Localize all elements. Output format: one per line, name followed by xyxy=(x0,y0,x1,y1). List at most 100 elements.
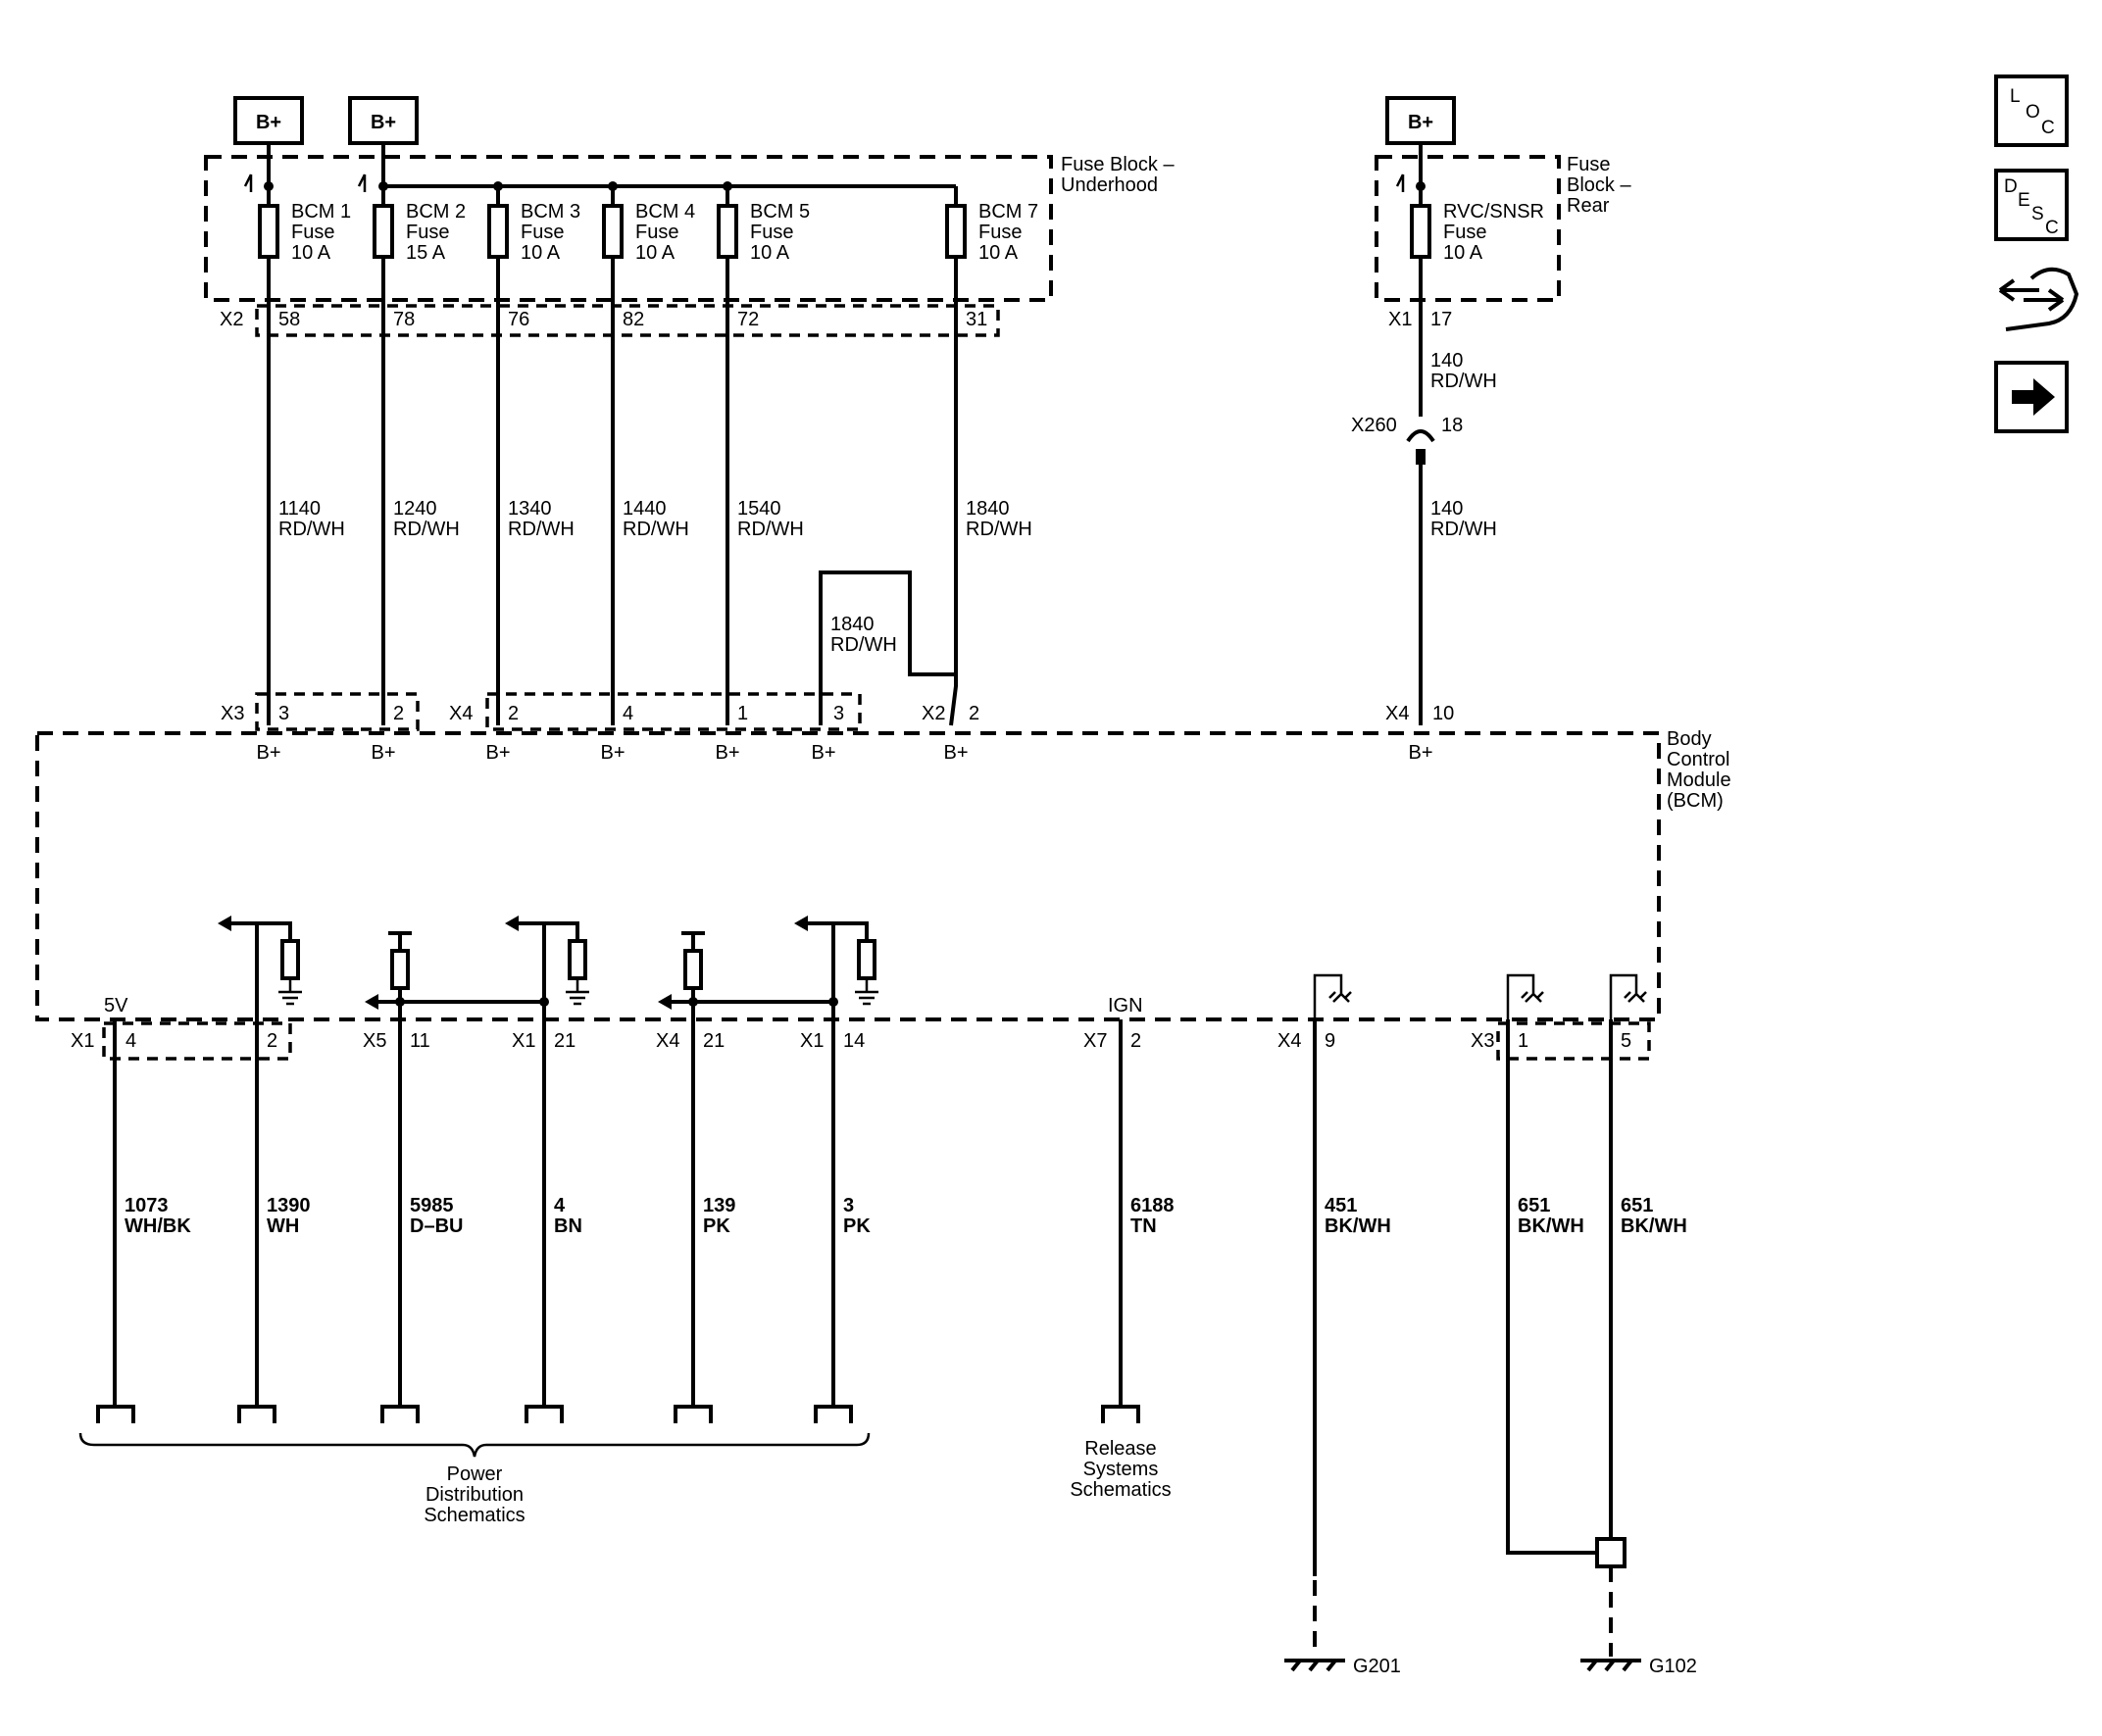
svg-text:10 A: 10 A xyxy=(635,242,676,264)
svg-text:651: 651 xyxy=(1621,1195,1653,1216)
svg-text:L: L xyxy=(2010,86,2021,107)
desc-icon[interactable]: D E S C xyxy=(1994,169,2069,241)
svg-text:D–BU: D–BU xyxy=(410,1215,463,1237)
supply-bplus-1: B+ xyxy=(233,96,304,145)
fuse-bcm7: BCM 7 Fuse 10 A 31 1840 RD/WH xyxy=(945,186,1038,726)
svg-text:B+: B+ xyxy=(715,742,739,764)
svg-text:X4: X4 xyxy=(1385,703,1409,724)
svg-text:21: 21 xyxy=(554,1030,576,1052)
svg-text:651: 651 xyxy=(1518,1195,1550,1216)
svg-text:X4: X4 xyxy=(656,1030,679,1052)
svg-text:3: 3 xyxy=(833,703,844,724)
bottom-wire-1073: X1 4 1073 WH/BK xyxy=(71,1019,191,1407)
svg-text:BK/WH: BK/WH xyxy=(1621,1215,1687,1237)
next-arrow-icon[interactable] xyxy=(1994,361,2069,433)
svg-text:2: 2 xyxy=(508,703,519,724)
svg-text:B+: B+ xyxy=(811,742,835,764)
svg-text:10: 10 xyxy=(1432,703,1454,724)
svg-text:RD/WH: RD/WH xyxy=(737,519,804,540)
fuse-block-underhood-label-2: Underhood xyxy=(1061,174,1158,196)
svg-text:WH/BK: WH/BK xyxy=(125,1215,191,1237)
release-ref-2: Systems xyxy=(1083,1459,1159,1480)
svg-text:X1: X1 xyxy=(512,1030,535,1052)
svg-text:139: 139 xyxy=(703,1195,735,1216)
svg-text:BCM 5: BCM 5 xyxy=(750,201,810,223)
svg-text:Fuse: Fuse xyxy=(750,222,793,243)
loc-icon[interactable]: L O C xyxy=(1994,74,2069,147)
svg-text:B+: B+ xyxy=(600,742,625,764)
svg-text:78: 78 xyxy=(393,309,415,330)
svg-text:2: 2 xyxy=(1130,1030,1141,1052)
svg-text:1240: 1240 xyxy=(393,498,437,520)
svg-text:5: 5 xyxy=(1621,1030,1631,1052)
svg-text:X1: X1 xyxy=(800,1030,824,1052)
svg-text:10 A: 10 A xyxy=(750,242,790,264)
fuse-block-rear-label-1: Fuse xyxy=(1567,154,1610,175)
fuse-block-rear-connector: X1 xyxy=(1388,309,1412,330)
svg-text:4: 4 xyxy=(125,1030,136,1052)
bottom-wire-139: X4 21 139 PK xyxy=(656,1030,735,1237)
bcm-label-2: Control xyxy=(1667,749,1729,770)
svg-text:PK: PK xyxy=(703,1215,730,1237)
svg-text:BCM 4: BCM 4 xyxy=(635,201,695,223)
svg-text:S: S xyxy=(2031,204,2044,224)
svg-text:14: 14 xyxy=(843,1030,865,1052)
svg-text:1540: 1540 xyxy=(737,498,781,520)
power-distribution-brace xyxy=(78,1432,871,1458)
svg-text:9: 9 xyxy=(1325,1030,1335,1052)
svg-text:17: 17 xyxy=(1430,309,1452,330)
svg-text:Fuse: Fuse xyxy=(1443,222,1486,243)
fuse-block-rear-label-2: Block – xyxy=(1567,174,1631,196)
svg-text:B+: B+ xyxy=(943,742,968,764)
fuse-block-underhood-label-1: Fuse Block – xyxy=(1061,154,1175,175)
svg-text:X3: X3 xyxy=(1471,1030,1494,1052)
svg-text:B+: B+ xyxy=(371,742,395,764)
svg-text:O: O xyxy=(2026,102,2040,123)
release-ref-1: Release xyxy=(1084,1438,1156,1460)
svg-text:15 A: 15 A xyxy=(406,242,446,264)
svg-text:C: C xyxy=(2041,118,2055,138)
svg-text:RD/WH: RD/WH xyxy=(508,519,575,540)
svg-text:PK: PK xyxy=(843,1215,871,1237)
supply-bplus-3-label: B+ xyxy=(1408,112,1433,133)
svg-text:10 A: 10 A xyxy=(521,242,561,264)
release-ref-3: Schematics xyxy=(1070,1479,1171,1501)
svg-text:BK/WH: BK/WH xyxy=(1325,1215,1391,1237)
fuse-block-rear-label-3: Rear xyxy=(1567,195,1610,217)
svg-text:6188: 6188 xyxy=(1130,1195,1175,1216)
svg-text:Fuse: Fuse xyxy=(406,222,449,243)
svg-text:Fuse: Fuse xyxy=(635,222,678,243)
svg-text:X3: X3 xyxy=(221,703,244,724)
svg-text:72: 72 xyxy=(737,309,759,330)
svg-text:Fuse: Fuse xyxy=(978,222,1022,243)
fuse-block-underhood-connector: X2 xyxy=(220,309,243,330)
svg-text:RD/WH: RD/WH xyxy=(1430,519,1497,540)
svg-text:82: 82 xyxy=(623,309,644,330)
fuse-bcm1: BCM 1 Fuse 10 A 58 1140 RD/WH xyxy=(258,186,351,725)
ground-g102: G102 xyxy=(1506,1529,1697,1677)
svg-text:3: 3 xyxy=(843,1195,854,1216)
svg-text:18: 18 xyxy=(1441,415,1463,436)
fuse-bcm5: BCM 5 Fuse 10 A 72 1540 RD/WH xyxy=(717,186,810,725)
svg-text:1440: 1440 xyxy=(623,498,667,520)
svg-text:D: D xyxy=(2004,176,2018,197)
bottom-wire-651-a: X3 1 651 BK/WH xyxy=(1471,1019,1598,1555)
connector-hand-icon[interactable] xyxy=(1998,267,2079,331)
fuse-block-underhood-outline xyxy=(204,155,1053,302)
svg-text:X5: X5 xyxy=(363,1030,386,1052)
jumper-1840: 1840 RD/WH xyxy=(819,570,956,725)
svg-text:140: 140 xyxy=(1430,498,1463,520)
bcm-label-3: Module xyxy=(1667,769,1731,791)
supply-bplus-2: B+ xyxy=(348,96,419,145)
svg-text:RD/WH: RD/WH xyxy=(393,519,460,540)
svg-text:1840: 1840 xyxy=(830,614,875,635)
svg-text:1073: 1073 xyxy=(125,1195,169,1216)
svg-text:1390: 1390 xyxy=(267,1195,311,1216)
svg-text:RD/WH: RD/WH xyxy=(623,519,689,540)
bcm-ign-label: IGN xyxy=(1108,995,1143,1017)
svg-text:4: 4 xyxy=(623,703,633,724)
svg-text:B+: B+ xyxy=(256,742,280,764)
bcm-bplus-pins: B+ B+ B+ B+ B+ B+ B+ B+ xyxy=(256,742,1432,764)
power-dist-ref-1: Power xyxy=(447,1463,503,1485)
